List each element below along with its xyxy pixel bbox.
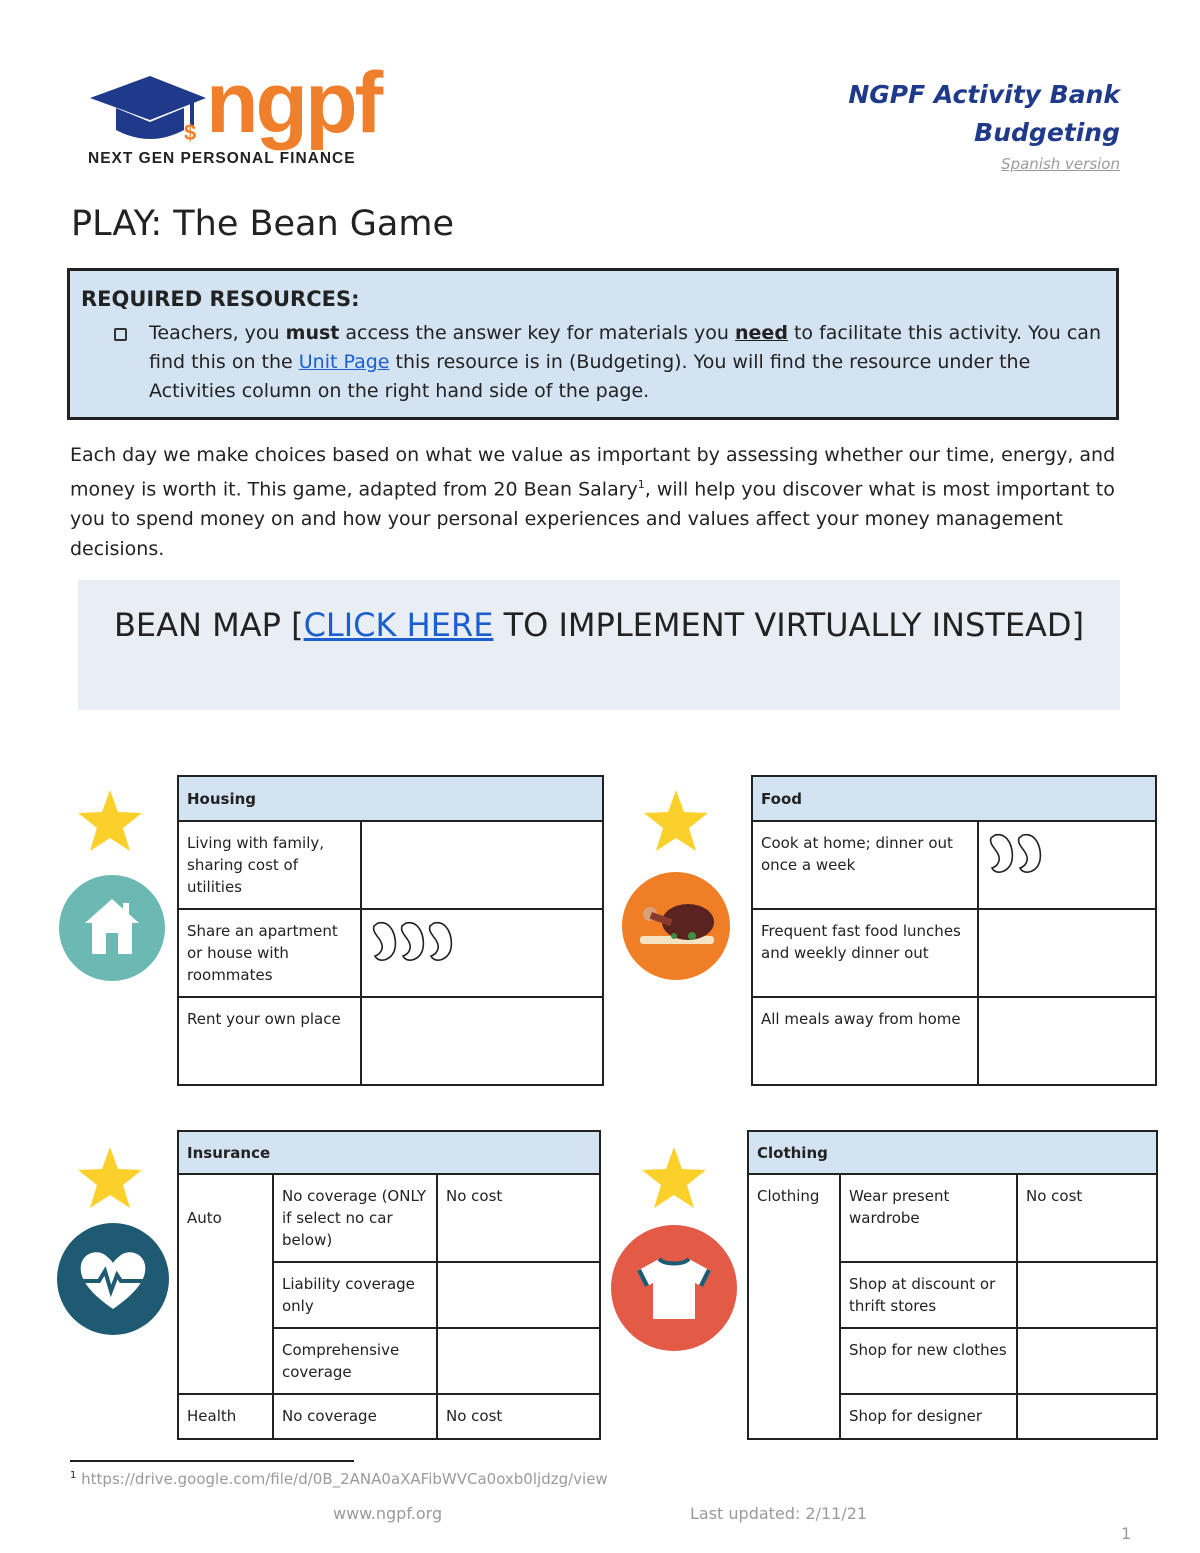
bean-map-heading: BEAN MAP [CLICK HERE TO IMPLEMENT VIRTUA… (78, 601, 1120, 649)
footnote-divider (70, 1460, 354, 1462)
housing-option: Living with family, sharing cost of util… (177, 820, 362, 910)
intro-text: Each day we make choices based on what w… (70, 444, 1116, 501)
insurance-cost[interactable]: No cost (435, 1173, 602, 1263)
clothing-option: Shop at discount or thrift stores (839, 1261, 1018, 1329)
clothing-option: Shop for new clothes (839, 1327, 1018, 1395)
star-icon (78, 1147, 142, 1208)
insurance-cost[interactable]: No cost (435, 1393, 602, 1440)
insurance-option: No coverage (272, 1393, 438, 1440)
housing-header: Housing (177, 775, 604, 822)
bean-slot[interactable] (977, 820, 1157, 910)
resources-text-part: this resource is in (Budgeting). You wil… (149, 351, 1031, 402)
bean-icon (400, 922, 425, 961)
svg-text:$: $ (184, 120, 196, 144)
bean-map-banner: BEAN MAP [CLICK HERE TO IMPLEMENT VIRTUA… (78, 580, 1120, 710)
shirt-icon (611, 1225, 737, 1351)
insurance-cost[interactable] (435, 1261, 602, 1329)
health-label: Health (187, 1407, 237, 1425)
intro-text: , will help you discover what is most im… (70, 478, 1115, 561)
turkey-icon (622, 872, 730, 980)
clothing-cost[interactable] (1016, 1393, 1158, 1440)
click-here-link[interactable]: CLICK HERE (303, 606, 494, 644)
clothing-cost[interactable] (1016, 1261, 1158, 1329)
clothing-category: Clothing (747, 1173, 841, 1440)
bean-slot[interactable] (360, 820, 604, 910)
unit-name: Budgeting (974, 118, 1120, 147)
insurance-option: Comprehensive coverage (272, 1327, 438, 1395)
logo-wordmark: ngpf (206, 55, 383, 151)
clothing-label: Clothing (757, 1187, 820, 1205)
insurance-cost[interactable] (435, 1327, 602, 1395)
insurance-category: Health (177, 1393, 274, 1440)
bean-map-suffix: TO IMPLEMENT VIRTUALLY INSTEAD] (493, 606, 1085, 644)
resources-text: Teachers, you must access the answer key… (149, 319, 1109, 406)
footnote-ref[interactable]: 1 (637, 478, 645, 491)
bean-slot[interactable] (977, 908, 1157, 998)
graduation-cap-icon: $ (90, 76, 206, 144)
bean-icon (372, 922, 397, 961)
clothing-cost[interactable]: No cost (1016, 1173, 1158, 1263)
insurance-option: No coverage (ONLY if select no car below… (272, 1173, 438, 1263)
must-emphasis: must (285, 322, 340, 344)
logo-tagline: NEXT GEN PERSONAL FINANCE (88, 150, 356, 167)
housing-table: Housing Living with family, sharing cost… (177, 775, 604, 1086)
food-table: Food Cook at home; dinner out once a wee… (751, 775, 1157, 1086)
auto-label: Auto (187, 1209, 222, 1227)
footnote: 1 https://drive.google.com/file/d/0B_2AN… (70, 1470, 608, 1488)
footer-last-updated: Last updated: 2/11/21 (690, 1504, 868, 1523)
food-option: Frequent fast food lunches and weekly di… (751, 908, 979, 998)
resources-text-part: to facilitate this activity. You can fin… (149, 322, 1101, 373)
food-option: Cook at home; dinner out once a week (751, 820, 979, 910)
bean-slot[interactable] (360, 908, 604, 998)
bean-slot[interactable] (977, 996, 1157, 1086)
bean-icon (989, 834, 1014, 873)
bean-icon (428, 922, 453, 961)
checkbox-icon (114, 328, 127, 341)
activity-bank-header: NGPF Activity Bank Budgeting Spanish ver… (848, 76, 1120, 176)
heart-pulse-icon (57, 1223, 169, 1335)
insurance-table: Insurance Auto No coverage (ONLY if sele… (176, 1130, 602, 1440)
required-resources-box: REQUIRED RESOURCES: Teachers, you must a… (67, 268, 1119, 420)
clothing-table: Clothing Clothing Wear present wardrobe … (747, 1130, 1158, 1440)
spanish-version-link[interactable]: Spanish version (1001, 155, 1120, 173)
clothing-option: Shop for designer (839, 1393, 1018, 1440)
footnote-url[interactable]: https://drive.google.com/file/d/0B_2ANA0… (81, 1470, 608, 1488)
bean-icon (1017, 834, 1042, 873)
clothing-cost[interactable] (1016, 1327, 1158, 1395)
resources-heading: REQUIRED RESOURCES: (81, 287, 360, 311)
star-icon (644, 790, 708, 851)
food-header: Food (751, 775, 1157, 822)
clothing-option: Wear present wardrobe (839, 1173, 1018, 1263)
resources-text-part: access the answer key for materials you (339, 322, 736, 344)
insurance-option: Liability coverage only (272, 1261, 438, 1329)
house-icon (59, 875, 165, 981)
housing-option: Share an apartment or house with roommat… (177, 908, 362, 998)
intro-paragraph: Each day we make choices based on what w… (70, 440, 1140, 564)
bean-map-prefix: BEAN MAP [ (113, 606, 304, 644)
footnote-number: 1 (70, 1470, 77, 1481)
need-emphasis: need (735, 322, 788, 344)
food-option: All meals away from home (751, 996, 979, 1086)
insurance-header: Insurance (176, 1130, 602, 1175)
housing-option: Rent your own place (177, 996, 362, 1086)
resources-text-part: Teachers, you (149, 322, 286, 344)
unit-page-link[interactable]: Unit Page (298, 351, 390, 373)
star-icon (642, 1147, 706, 1208)
footer-site[interactable]: www.ngpf.org (333, 1504, 443, 1523)
star-icon (78, 790, 142, 851)
activity-bank-title: NGPF Activity Bank (848, 80, 1120, 109)
insurance-category: Auto (177, 1173, 274, 1395)
clothing-header: Clothing (747, 1130, 1158, 1175)
page-title: PLAY: The Bean Game (71, 204, 455, 244)
page-number: 1 (1121, 1524, 1132, 1543)
bean-slot[interactable] (360, 996, 604, 1086)
ngpf-logo: $ ngpf NEXT GEN PERSONAL FINANCE (88, 60, 388, 176)
